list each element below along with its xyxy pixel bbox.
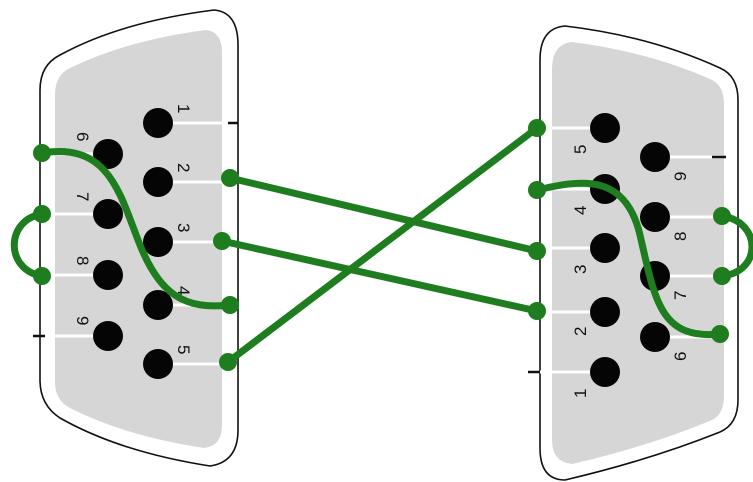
right-pin-3 xyxy=(590,233,620,263)
left-pin-5 xyxy=(143,349,173,379)
wire-end-right-8 xyxy=(713,207,731,225)
wire-left-7-to-left-8 xyxy=(10,210,46,280)
wire-left-2-to-right-3 xyxy=(226,174,541,255)
left-pin-5-label: 5 xyxy=(174,345,193,354)
wire-right-4-to-right-6 xyxy=(533,179,724,339)
wire-right-7-to-right-8 xyxy=(718,212,753,280)
wire-left-3-to-right-2 xyxy=(218,237,541,315)
wiring xyxy=(10,119,753,371)
left-pin-8 xyxy=(93,260,123,290)
left-pin-9 xyxy=(93,321,123,351)
wire-end-left-8 xyxy=(33,267,51,285)
wire-left-5-to-right-5 xyxy=(224,124,541,366)
left-pin-3 xyxy=(143,227,173,257)
left-pin-9-label: 9 xyxy=(73,316,92,325)
left-pin-4-label: 4 xyxy=(174,286,193,295)
right-connector: 1 2 3 4 5 6 7 8 9 xyxy=(528,25,739,481)
right-pin-8-label: 8 xyxy=(671,232,690,241)
wire-end-right-4 xyxy=(528,181,546,199)
right-pin-1 xyxy=(590,357,620,387)
left-pin-6-label: 6 xyxy=(73,132,92,141)
wire-end-left-4 xyxy=(221,296,239,314)
right-pin-2 xyxy=(590,297,620,327)
left-pin-8-label: 8 xyxy=(73,256,92,265)
wire-end-left-7 xyxy=(33,205,51,223)
wire-left-6-to-left-4 xyxy=(38,148,234,310)
left-pin-3-label: 3 xyxy=(174,223,193,232)
wire-end-right-6 xyxy=(711,325,729,343)
wire-end-right-3 xyxy=(528,242,546,260)
left-pin-7 xyxy=(93,199,123,229)
left-pin-6 xyxy=(93,139,123,169)
right-pin-3-label: 3 xyxy=(571,265,590,274)
wire-end-left-3 xyxy=(213,232,231,250)
wire-end-left-5 xyxy=(219,353,237,371)
right-pin-6-label: 6 xyxy=(671,352,690,361)
wire-end-right-2 xyxy=(528,302,546,320)
right-pin-4-label: 4 xyxy=(571,206,590,215)
right-pin-9-label: 9 xyxy=(671,172,690,181)
wire-end-right-7 xyxy=(713,267,731,285)
wire-end-left-6 xyxy=(33,144,51,162)
left-pin-4 xyxy=(143,290,173,320)
right-pin-1-label: 1 xyxy=(571,389,590,398)
right-pin-5-label: 5 xyxy=(571,145,590,154)
left-pin-2-label: 2 xyxy=(174,163,193,172)
left-pin-2 xyxy=(143,167,173,197)
right-pin-8 xyxy=(640,202,670,232)
wire-end-right-5 xyxy=(528,119,546,137)
right-pin-7-label: 7 xyxy=(671,291,690,300)
right-pin-6 xyxy=(640,322,670,352)
right-pin-5 xyxy=(590,113,620,143)
right-connector-face xyxy=(552,42,724,464)
left-pin-1-label: 1 xyxy=(174,104,193,113)
left-pin-1 xyxy=(143,108,173,138)
left-pin-7-label: 7 xyxy=(73,192,92,201)
right-pin-2-label: 2 xyxy=(571,327,590,336)
right-pin-9 xyxy=(640,142,670,172)
wire-end-left-2 xyxy=(221,169,239,187)
